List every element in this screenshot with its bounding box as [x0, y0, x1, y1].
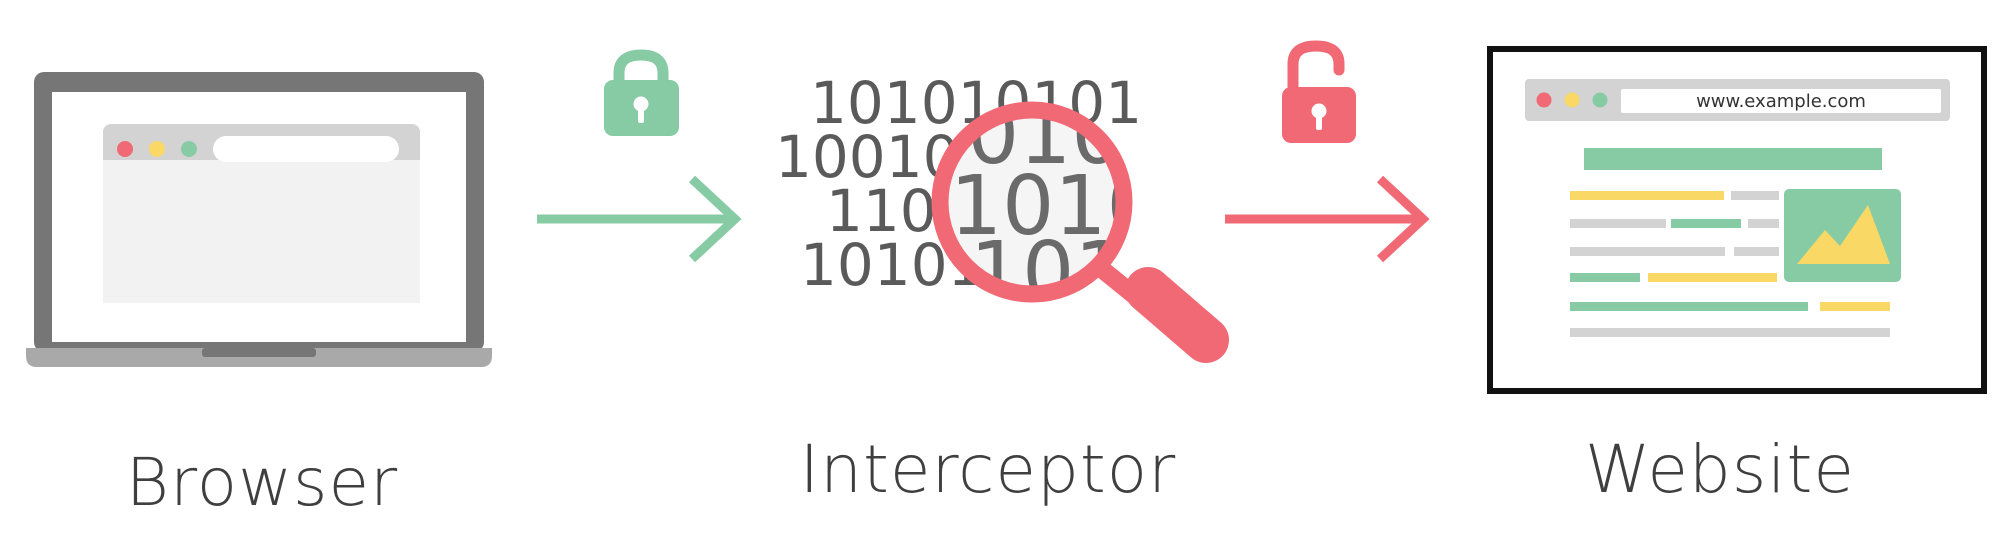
laptop-base-notch [202, 348, 316, 357]
text-line [1648, 273, 1777, 282]
secure-arrow-icon [537, 175, 742, 263]
browser-node: Browser [26, 72, 492, 521]
closed-lock-keyhole [633, 96, 649, 112]
text-line [1570, 328, 1890, 337]
magnifying-glass-icon: 010 1010 101 [931, 101, 1229, 363]
window-dot-green-icon [181, 141, 197, 157]
webpage-icon: www.example.com [1487, 46, 1987, 394]
open-lock-keyhole [1311, 103, 1327, 119]
website-label: Website [1585, 431, 1855, 508]
window-dot-red-icon [117, 141, 133, 157]
text-line [1570, 273, 1640, 282]
webpage-dot-red-icon [1536, 92, 1552, 108]
closed-lock-keyhole-stem [638, 106, 644, 123]
zoomed-binary: 010 1010 101 [950, 118, 1159, 286]
browser-label: Browser [126, 444, 398, 521]
mini-address-bar [213, 136, 399, 162]
webpage-dot-green-icon [1592, 92, 1608, 108]
page-heading-bar [1584, 148, 1882, 170]
website-node: www.example.com Website [1487, 46, 1987, 508]
mini-browser-content [103, 160, 420, 303]
window-dot-yellow-icon [149, 141, 165, 157]
closed-lock-icon [604, 49, 679, 136]
text-line [1734, 247, 1779, 256]
interceptor-label: Interceptor [800, 431, 1177, 508]
text-line [1570, 219, 1666, 228]
open-lock-shackle [1287, 40, 1345, 98]
text-line [1731, 191, 1779, 200]
laptop-base [26, 348, 492, 367]
insecure-link [1225, 40, 1430, 263]
text-line [1820, 302, 1890, 311]
magnifier-handle [1125, 267, 1229, 363]
lens-glass [948, 118, 1116, 286]
binary-row: 110 [826, 177, 937, 245]
secure-link [537, 49, 742, 263]
text-line [1570, 247, 1725, 256]
closed-lock-shackle [613, 49, 669, 98]
text-line [1748, 219, 1779, 228]
laptop-browser-icon [26, 72, 492, 367]
lens-rim [931, 101, 1133, 303]
interceptor-node: 101010101 10010 110 10101 010 1010 101 I… [775, 69, 1229, 508]
text-line [1671, 219, 1741, 228]
binary-row: 10010 [775, 123, 960, 191]
open-lock-icon [1282, 40, 1356, 143]
text-line [1570, 302, 1808, 311]
open-lock-keyhole-stem [1316, 113, 1322, 130]
webpage-url: www.example.com [1696, 91, 1866, 112]
zoomed-binary-row: 1010 [950, 159, 1159, 254]
webpage-dot-yellow-icon [1564, 92, 1580, 108]
webpage-address-bar [1621, 89, 1941, 113]
image-placeholder-icon [1784, 189, 1901, 282]
insecure-arrow-icon [1225, 175, 1430, 263]
text-line [1570, 191, 1724, 200]
